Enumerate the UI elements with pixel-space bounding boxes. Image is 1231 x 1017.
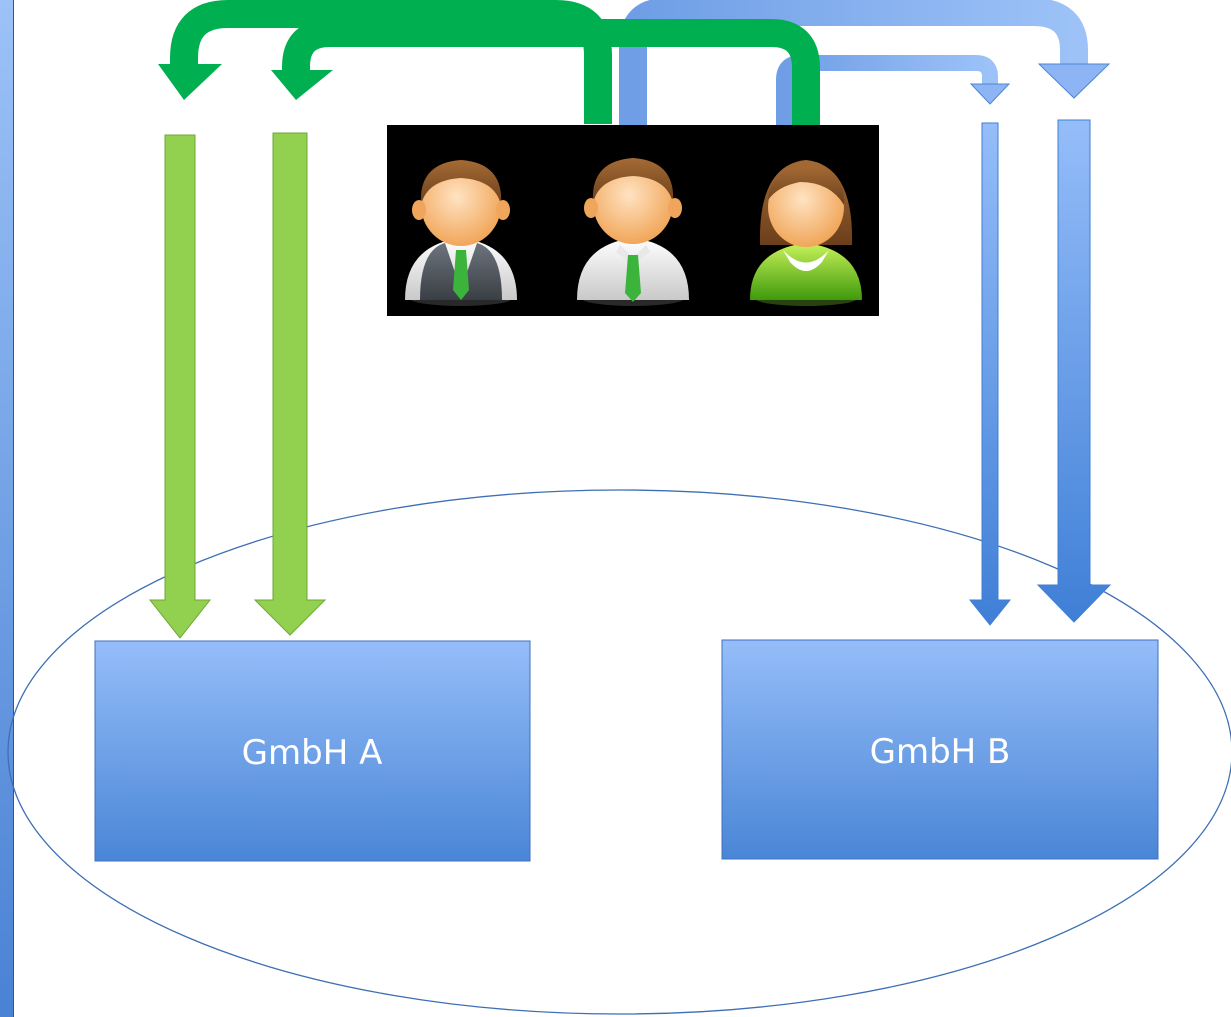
group-ellipse: [7, 489, 1231, 1015]
person-shirt-icon: [577, 158, 689, 306]
blue-down-arrow-thick: [1036, 119, 1112, 623]
green-arc-arrows: [158, 0, 820, 127]
gmbh-b-label: GmbH B: [870, 732, 1011, 772]
left-accent-bar: [0, 0, 13, 1017]
blue-down-arrow-thin: [968, 122, 1012, 626]
gmbh-a-label: GmbH A: [242, 733, 383, 773]
blue-inner-arc-head: [969, 83, 1011, 105]
green-inner-arc-head: [271, 70, 333, 100]
green-down-arrow-1: [148, 134, 212, 639]
green-down-arrows: [148, 132, 327, 639]
gmbh-b-box: GmbH B: [721, 639, 1159, 860]
green-inner-arc: [282, 19, 820, 127]
gmbh-a-box: GmbH A: [94, 640, 531, 862]
blue-down-arrows: [968, 119, 1112, 626]
blue-inner-arc: [776, 55, 998, 125]
green-outer-arc-head: [158, 64, 222, 100]
person-woman-icon: [750, 160, 862, 306]
green-down-arrow-2: [253, 132, 327, 636]
blue-outer-arc-head: [1037, 63, 1111, 99]
people-panel: [387, 125, 879, 316]
person-vest-icon: [405, 160, 517, 306]
